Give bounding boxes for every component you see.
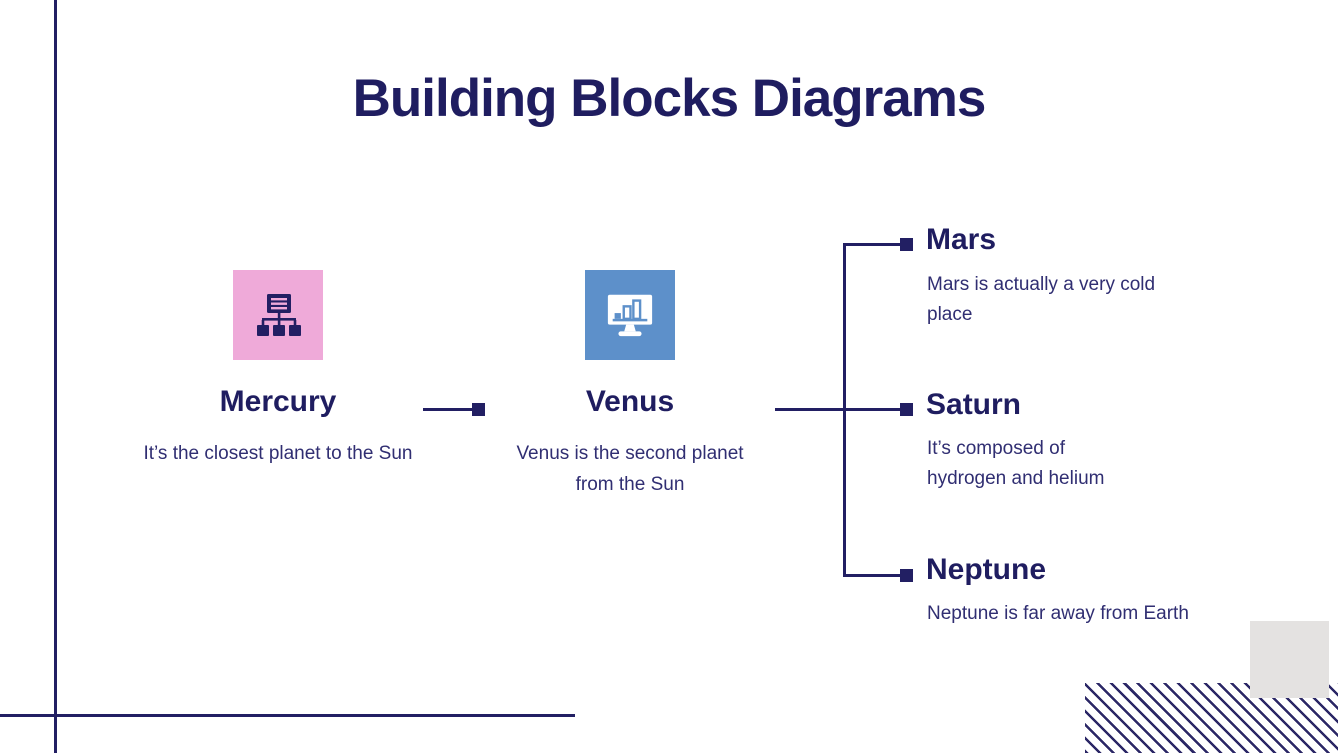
saturn-description: It’s composed of hydrogen and helium [927,438,1105,489]
branch-trunk-line [775,408,902,411]
branch-vertical-line [843,243,846,577]
neptune-bullet-square [900,569,913,582]
branch-top-line [843,243,902,246]
mercury-venus-connector-line [423,408,474,411]
mercury-label: Mercury [219,385,337,418]
venus-label: Venus [585,385,675,418]
slide-title: Building Blocks Diagrams [352,69,987,128]
neptune-label: Neptune [926,553,1046,586]
mercury-description: It’s the closest planet to the Sun [143,443,413,464]
mars-description: Mars is actually a very cold place [927,274,1156,325]
branch-bottom-line [843,574,902,577]
mars-bullet-square [900,238,913,251]
org-chart-icon [257,294,301,336]
mercury-venus-connector-square [472,403,485,416]
bottom-border-line [0,714,575,717]
mars-label: Mars [926,223,997,256]
left-border-line [54,0,57,753]
saturn-bullet-square [900,403,913,416]
venus-description: Venus is the second planet from the Sun [516,443,744,495]
neptune-description: Neptune is far away from Earth [927,603,1189,624]
monitor-bar-chart-icon [607,294,653,337]
venus-icon-tile [585,270,675,360]
gray-square-decoration [1250,621,1329,698]
mercury-icon-tile [233,270,323,360]
saturn-label: Saturn [926,388,1022,421]
